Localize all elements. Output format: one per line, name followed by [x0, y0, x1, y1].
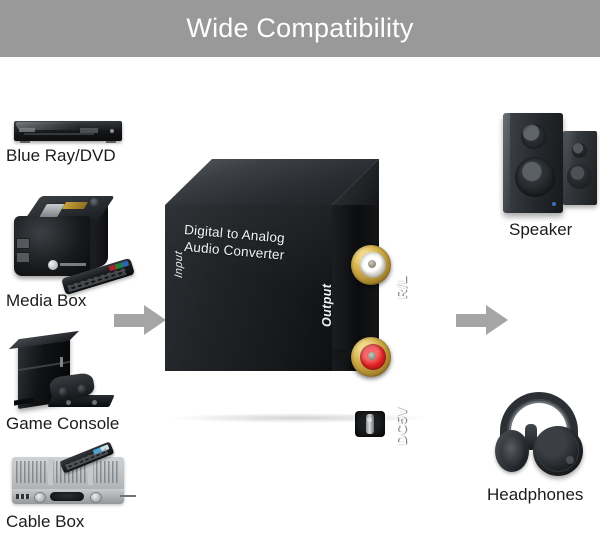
source-item-cable-box: Cable Box	[6, 441, 146, 531]
diagram-stage: Blue Ray/DVD Media Box	[0, 57, 600, 535]
source-label-media-box: Media Box	[6, 291, 87, 310]
digital-to-analog-converter: Digital to Analog Audio Converter Input …	[165, 159, 455, 445]
device-front-face	[165, 205, 332, 371]
cable-box-icon	[6, 441, 146, 511]
output-item-speaker: Speaker	[495, 107, 599, 239]
output-label-headphones: Headphones	[487, 485, 584, 504]
header-bar: Wide Compatibility	[0, 0, 600, 57]
device-output-label: Output	[320, 283, 334, 327]
input-arrow-icon	[114, 305, 166, 335]
device-shadow	[168, 413, 428, 423]
source-item-game-console: Game Console	[6, 329, 146, 433]
source-item-blue-ray-dvd: Blue Ray/DVD	[6, 109, 136, 165]
headphones-icon	[487, 390, 599, 484]
dc-power-jack	[355, 411, 385, 437]
device-input-label: Input	[173, 250, 185, 279]
output-label-speaker: Speaker	[509, 220, 573, 239]
output-arrow-icon	[456, 305, 510, 335]
speaker-icon	[495, 107, 599, 219]
source-label-blue-ray-dvd: Blue Ray/DVD	[6, 146, 116, 165]
source-label-game-console: Game Console	[6, 414, 120, 433]
rca-jack-left-white	[351, 245, 391, 285]
rca-jack-right-red	[351, 337, 391, 377]
blu-ray-player-icon	[6, 109, 136, 145]
source-item-media-box: Media Box	[6, 192, 146, 310]
page-title: Wide Compatibility	[186, 13, 414, 43]
game-console-icon	[6, 329, 146, 413]
source-label-cable-box: Cable Box	[6, 512, 85, 531]
rca-port-label: R/L	[394, 275, 409, 299]
output-item-headphones: Headphones	[487, 390, 599, 504]
media-box-icon	[6, 192, 146, 296]
